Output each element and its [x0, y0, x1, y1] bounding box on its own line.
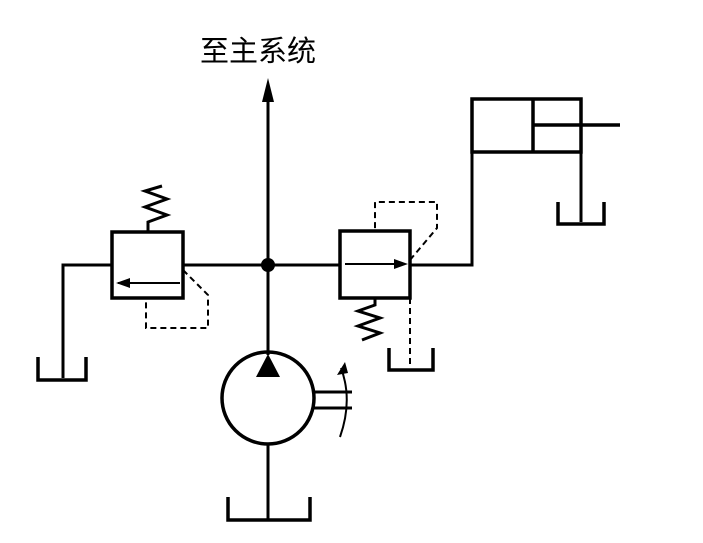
sequence-valve-right	[338, 201, 438, 368]
hydraulic-cylinder	[470, 97, 620, 154]
spring-right	[353, 298, 385, 342]
hydraulic-pump	[220, 350, 352, 446]
rotation-arrow	[339, 367, 348, 438]
main-system-label: 至主系统	[200, 34, 317, 68]
junction-dot	[261, 258, 275, 272]
relief-valve-left	[110, 184, 209, 329]
left-tank-line	[61, 263, 112, 378]
tank-left	[36, 357, 88, 382]
pilot-line-left	[145, 269, 209, 329]
tank-drain-right	[387, 348, 435, 372]
cylinder-feed-line	[410, 152, 474, 267]
spring-left	[140, 184, 172, 232]
tank-pump	[226, 497, 312, 522]
pump-direction-triangle	[256, 354, 280, 377]
supply-arrowhead	[262, 78, 274, 102]
tank-cylinder	[556, 202, 606, 226]
